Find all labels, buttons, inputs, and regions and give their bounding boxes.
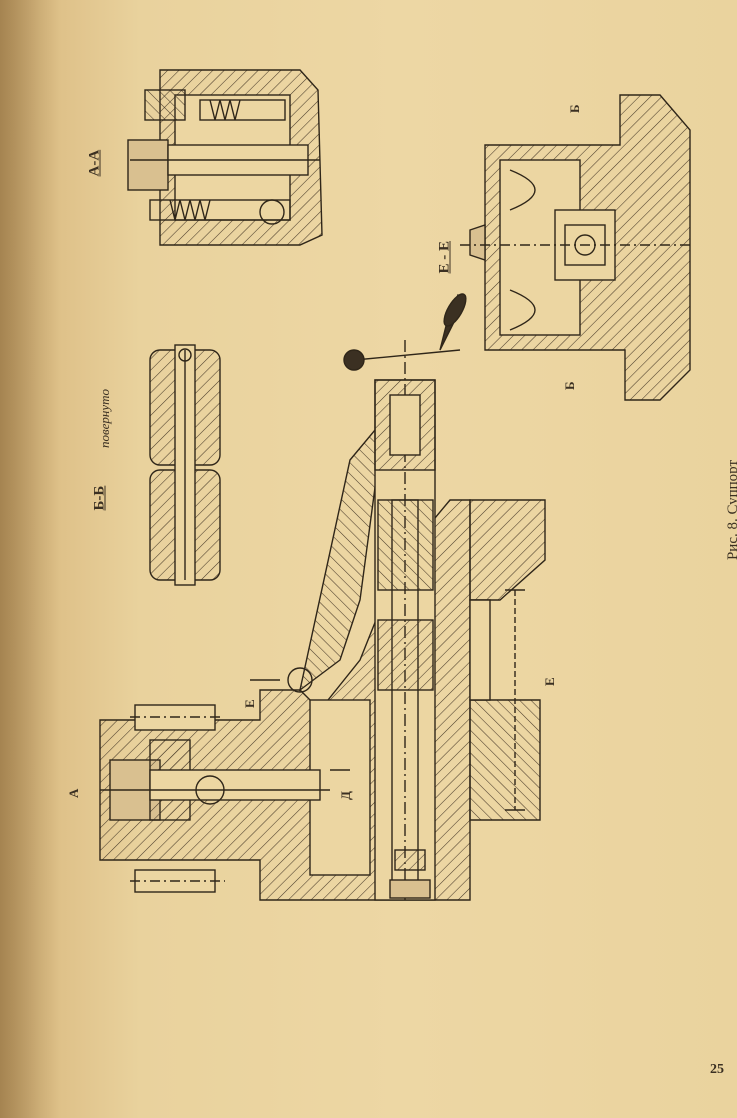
section-b-b-drawing: [149, 344, 221, 586]
marker-a: А: [66, 788, 81, 798]
section-label-b-b-note: повернуто: [97, 388, 112, 448]
page-number: 25: [710, 1062, 724, 1077]
section-label-e-e: Е - Е: [436, 240, 453, 274]
section-label-a-a: А-А: [86, 149, 103, 177]
marker-b-bottom: Б: [562, 381, 577, 390]
section-label-b-b: Б-Б: [91, 485, 108, 511]
section-e-e-drawing: [460, 94, 691, 401]
main-section-drawing: [99, 293, 546, 901]
section-a-a-drawing: [127, 69, 323, 246]
book-spine-shadow: [0, 0, 60, 1118]
marker-e-left: Е: [242, 699, 257, 708]
figure-caption: Рис. 8. Суппорт: [725, 459, 737, 561]
marker-e-right: Е: [542, 677, 557, 686]
marker-b-top: Б: [567, 104, 582, 113]
marker-d: Д: [338, 791, 353, 800]
